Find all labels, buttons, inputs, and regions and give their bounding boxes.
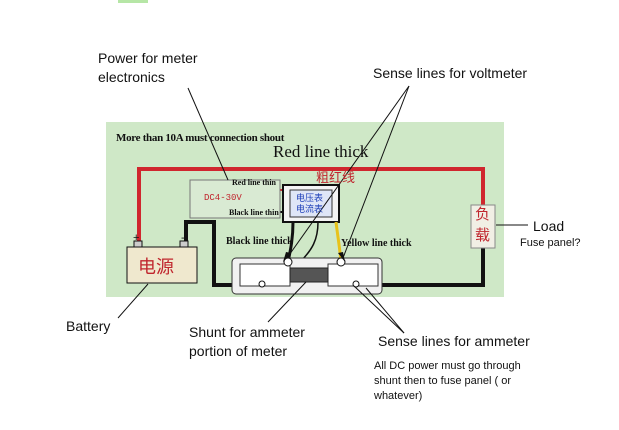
callout-voltmeter: Sense lines for voltmeter [373, 65, 528, 81]
note-line-1: All DC power must go through [374, 360, 521, 372]
callout-fuse: Fuse panel? [520, 237, 581, 249]
dc-supply-box [189, 179, 281, 219]
battery-box [126, 246, 198, 284]
load-cn-bottom: 载 [475, 227, 491, 244]
yellow-thick-label: Yellow line thick [341, 238, 412, 249]
battery-minus-post [179, 240, 189, 248]
callout-power-line [187, 87, 229, 181]
callout-volt-line-1 [286, 85, 410, 259]
dc-range-label: DC4-30V [204, 193, 242, 203]
black-thin-label: Black line thin [229, 208, 279, 217]
black-thick-label: Black line thick [226, 236, 293, 247]
callout-shunt-line-1: Shunt for ammeter [189, 324, 305, 340]
callout-power-line-2: electronics [98, 69, 165, 85]
callout-load: Load [533, 218, 565, 234]
load-cn-top: 负 [475, 206, 491, 223]
callout-ammeter-line-1 [353, 285, 405, 334]
battery-plus-post [133, 240, 143, 248]
shunt-terminal-2 [352, 280, 360, 288]
shunt-terminal-1 [258, 280, 266, 288]
battery-cn-label: 电源 [138, 257, 174, 277]
load-box [470, 204, 496, 249]
meter-display [289, 189, 333, 218]
battery-negative-wire [184, 220, 240, 287]
callout-shunt-line-2: portion of meter [189, 343, 288, 359]
battery-plus-label: + [133, 232, 140, 244]
note-line-2: shunt then to fuse panel ( or [374, 375, 511, 387]
meter-bottom-label: 电流表 [296, 204, 324, 214]
shunt-element [289, 267, 329, 283]
red-thick-wire [137, 167, 485, 247]
callout-power-line-1: Power for meter [98, 50, 198, 66]
volt-arrow-2 [338, 252, 345, 262]
volt-arrow-1 [283, 252, 291, 262]
red-thick-label: Red line thick [273, 142, 369, 161]
top-tab-marker [118, 0, 148, 3]
callout-ammeter: Sense lines for ammeter [378, 333, 530, 349]
sense-node-1 [283, 257, 293, 267]
black-thick-wire [370, 248, 485, 287]
header-text: More than 10A must connection shout [116, 132, 285, 144]
meter-top-label: 电压表 [296, 193, 324, 203]
callout-battery: Battery [66, 318, 111, 334]
red-thin-label: Red line thin [232, 178, 277, 187]
callout-volt-line-2 [342, 85, 410, 259]
red-thick-cn-label: 粗红线 [316, 170, 356, 185]
callout-shunt-line [267, 281, 307, 323]
callout-battery-line [117, 283, 149, 319]
note-line-3: whatever) [374, 390, 423, 402]
thin-sense-wire [299, 221, 319, 263]
callout-ammeter-line-2 [365, 287, 405, 334]
battery-minus-label: - [181, 232, 185, 244]
